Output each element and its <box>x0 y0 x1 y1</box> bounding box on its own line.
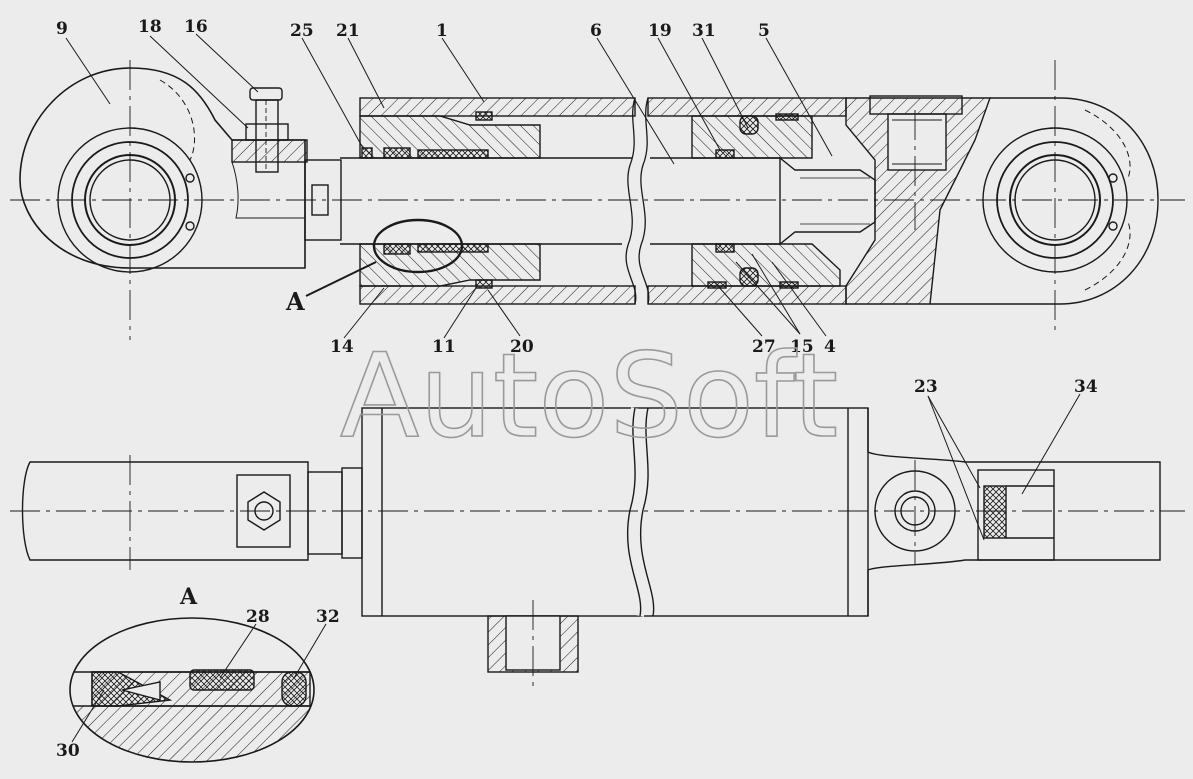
detail-a-view <box>69 617 315 763</box>
callout-15: 15 <box>790 337 814 357</box>
piston-rod <box>340 156 876 246</box>
callout-1: 1 <box>436 21 448 41</box>
watermark-text: AutoSoft <box>340 329 838 464</box>
callout-20: 20 <box>510 337 534 357</box>
callout-30: 30 <box>56 741 80 761</box>
callout-28: 28 <box>246 607 270 627</box>
top-view <box>10 407 1185 690</box>
section-view <box>10 60 1185 340</box>
cylinder-tube <box>359 95 991 305</box>
callout-27: 27 <box>752 337 776 357</box>
callout-14: 14 <box>330 337 354 357</box>
callout-6: 6 <box>590 21 602 41</box>
callout-23: 23 <box>914 377 938 397</box>
callout-detail-a: A <box>285 287 305 316</box>
callout-18: 18 <box>138 17 162 37</box>
detail-a-title: A <box>179 584 198 610</box>
callout-34: 34 <box>1074 377 1098 397</box>
left-eye <box>19 67 342 273</box>
callout-31: 31 <box>692 21 716 41</box>
callout-labels: 9 18 16 25 21 1 6 19 31 5 A 14 11 20 27 … <box>56 17 1098 761</box>
callout-19: 19 <box>648 21 672 41</box>
leader-lines <box>65 33 1081 743</box>
detail-a-leader <box>305 261 377 297</box>
callout-25: 25 <box>290 21 314 41</box>
callout-21: 21 <box>336 21 360 41</box>
callout-4: 4 <box>824 337 836 357</box>
callout-32: 32 <box>316 607 340 627</box>
centerlines <box>10 60 1185 340</box>
callout-9: 9 <box>56 19 68 39</box>
callout-11: 11 <box>432 337 456 357</box>
callout-5: 5 <box>758 21 770 41</box>
callout-16: 16 <box>184 17 208 37</box>
detail-a-circle <box>372 218 464 274</box>
